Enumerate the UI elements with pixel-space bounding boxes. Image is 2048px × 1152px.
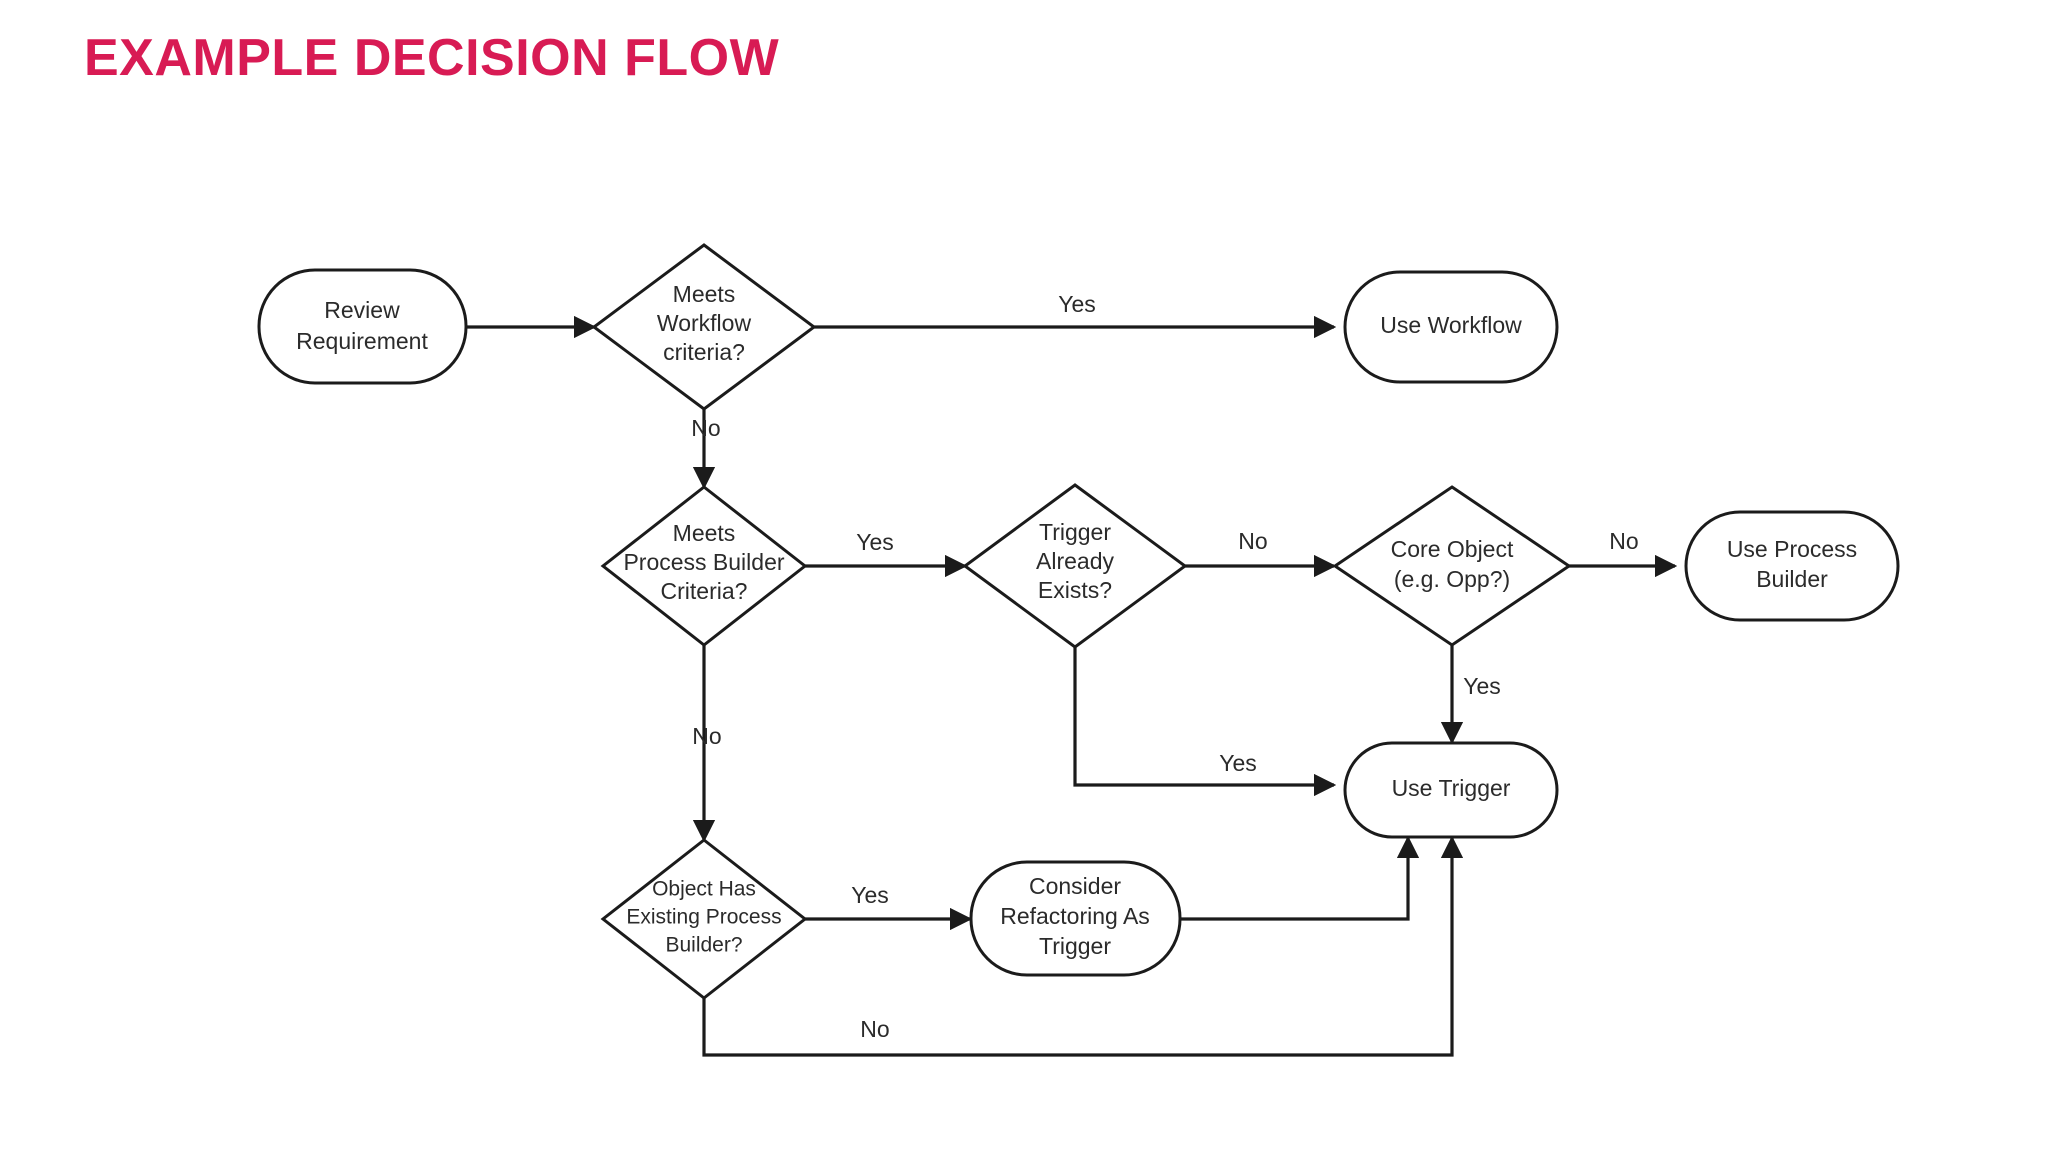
edge-label-object-pb-no: No bbox=[860, 1016, 889, 1042]
edge-label-object-pb-yes: Yes bbox=[851, 882, 889, 908]
node-use-trigger[interactable]: Use Trigger bbox=[1343, 741, 1559, 839]
node-use-trigger-label: Use Trigger bbox=[1392, 775, 1511, 801]
node-trigger-exists-label-1: Trigger bbox=[1039, 519, 1111, 545]
node-object-has-existing-process-builder[interactable]: Object Has Existing Process Builder? bbox=[600, 838, 808, 1000]
page-title: EXAMPLE DECISION FLOW bbox=[84, 29, 780, 87]
edge-label-trigger-exists-no: No bbox=[1238, 528, 1267, 554]
node-meets-workflow-label-1: Meets bbox=[673, 281, 736, 307]
edge-object-pb-no-to-use-trigger bbox=[702, 835, 1464, 1057]
edge-consider-refactoring-to-use-trigger bbox=[1180, 835, 1420, 921]
node-use-pb-label-2: Builder bbox=[1756, 566, 1828, 592]
node-meets-pb-label-2: Process Builder bbox=[623, 549, 784, 575]
node-object-pb-label-1: Object Has bbox=[652, 878, 756, 901]
edge-label-workflow-yes: Yes bbox=[1058, 291, 1096, 317]
node-object-pb-label-3: Builder? bbox=[665, 934, 742, 957]
edge-label-core-object-yes: Yes bbox=[1463, 673, 1501, 699]
node-trigger-already-exists[interactable]: Trigger Already Exists? bbox=[962, 483, 1188, 649]
node-meets-pb-label-3: Criteria? bbox=[661, 578, 748, 604]
node-consider-refactoring-label-2: Refactoring As bbox=[1000, 903, 1150, 929]
node-review-requirement-label-2: Requirement bbox=[296, 328, 428, 354]
node-trigger-exists-label-2: Already bbox=[1036, 548, 1114, 574]
edge-label-trigger-exists-yes: Yes bbox=[1219, 750, 1257, 776]
node-use-workflow-label: Use Workflow bbox=[1380, 312, 1522, 338]
node-core-object-label-1: Core Object bbox=[1391, 536, 1514, 562]
node-meets-process-builder-criteria[interactable]: Meets Process Builder Criteria? bbox=[600, 485, 808, 647]
node-object-pb-label-2: Existing Process bbox=[626, 906, 781, 929]
edge-label-core-object-no: No bbox=[1609, 528, 1638, 554]
node-use-pb-label-1: Use Process bbox=[1727, 536, 1857, 562]
edge-label-workflow-no: No bbox=[691, 415, 720, 441]
node-core-object-label-2: (e.g. Opp?) bbox=[1394, 566, 1510, 592]
node-meets-workflow-label-3: criteria? bbox=[663, 339, 745, 365]
node-core-object[interactable]: Core Object (e.g. Opp?) bbox=[1332, 485, 1572, 647]
node-review-requirement-label-1: Review bbox=[324, 297, 400, 323]
node-use-workflow[interactable]: Use Workflow bbox=[1343, 270, 1559, 384]
node-use-process-builder[interactable]: Use Process Builder bbox=[1684, 510, 1900, 622]
node-meets-workflow-label-2: Workflow bbox=[657, 310, 752, 336]
node-meets-workflow-criteria[interactable]: Meets Workflow criteria? bbox=[591, 243, 817, 411]
edge-label-pb-no: No bbox=[692, 723, 721, 749]
node-consider-refactoring-label-3: Trigger bbox=[1039, 933, 1111, 959]
node-review-requirement[interactable]: Review Requirement bbox=[257, 268, 468, 385]
node-consider-refactoring-label-1: Consider bbox=[1029, 873, 1121, 899]
node-consider-refactoring-as-trigger[interactable]: Consider Refactoring As Trigger bbox=[969, 860, 1182, 977]
edge-trigger-exists-yes-to-use-trigger bbox=[1073, 645, 1337, 797]
node-trigger-exists-label-3: Exists? bbox=[1038, 577, 1112, 603]
edge-label-pb-yes: Yes bbox=[856, 529, 894, 555]
node-meets-pb-label-1: Meets bbox=[673, 520, 736, 546]
